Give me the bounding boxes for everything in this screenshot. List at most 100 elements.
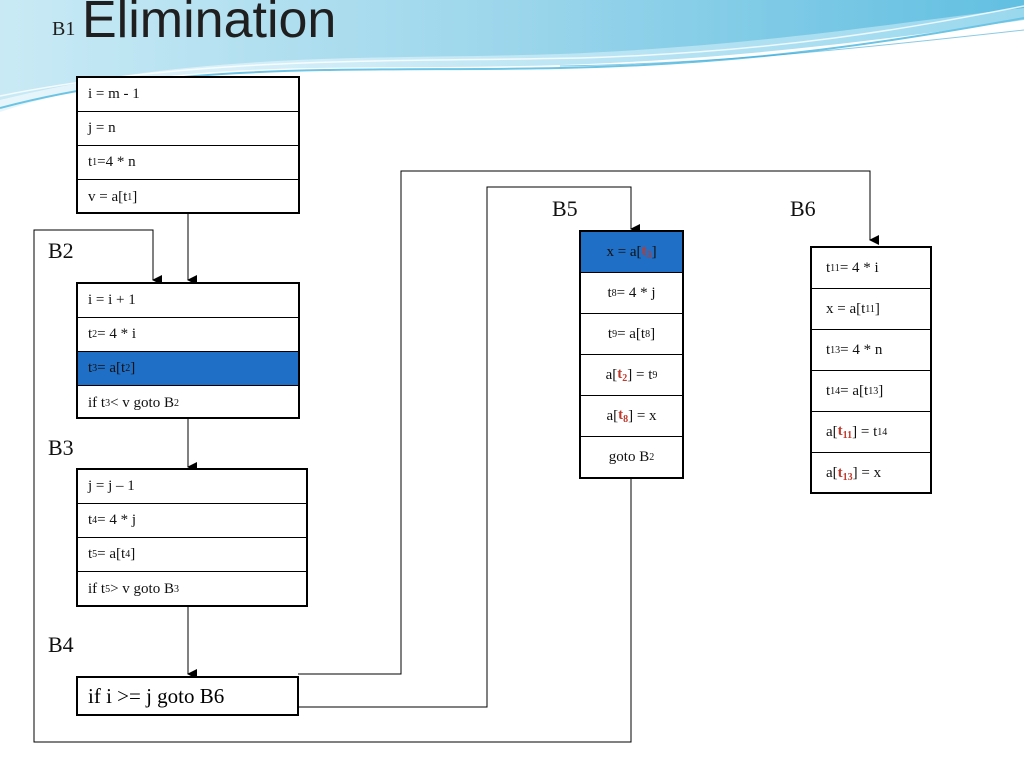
page-title: B1Elimination	[52, 0, 337, 49]
highlighted-temp: t11	[838, 423, 852, 441]
label-b4: B4	[48, 632, 74, 657]
instruction-text: j = n	[88, 120, 116, 136]
instruction-text: t	[607, 284, 612, 301]
instruction-text: t	[88, 360, 93, 376]
highlighted-temp: t3	[642, 243, 652, 261]
instruction-text: =4 * n	[97, 154, 136, 170]
instruction-text: t	[88, 154, 93, 170]
b6-instruction: a[t13] = x	[812, 453, 930, 494]
subscript: 9	[612, 328, 618, 340]
instruction-text: ]	[878, 382, 884, 399]
instruction-text: ]	[651, 243, 657, 260]
subscript: 13	[842, 471, 853, 483]
temp-name: t	[641, 243, 647, 259]
highlighted-temp: t13	[838, 465, 853, 483]
instruction-text: t	[826, 382, 831, 399]
b1-instruction: j = n	[78, 112, 298, 146]
instruction-text: ] = x	[628, 407, 657, 424]
subscript: 11	[865, 303, 875, 315]
instruction-text: ]	[874, 300, 880, 317]
instruction-text: ]	[132, 188, 138, 205]
instruction-text: t	[88, 546, 93, 562]
instruction-text: x = a[	[606, 243, 642, 260]
instruction-text: i = m - 1	[88, 86, 140, 102]
instruction-text: a[	[826, 465, 838, 481]
instruction-text: t	[88, 512, 93, 528]
instruction-text: ]	[650, 325, 656, 342]
instruction-text: a[	[605, 366, 618, 383]
instruction-text: < v goto B	[110, 394, 174, 411]
subscript: 14	[830, 385, 841, 397]
subscript: 11	[842, 430, 853, 441]
instruction-text: v = a[t	[88, 188, 128, 205]
edge-b4-b5	[298, 186, 640, 708]
instruction-text: = a[t	[97, 360, 126, 376]
subscript: 8	[645, 328, 651, 340]
subscript: 11	[830, 262, 840, 274]
b1-instruction: i = m - 1	[78, 78, 298, 112]
instruction-text: = a[t	[840, 382, 869, 399]
instruction-text: goto B	[608, 449, 650, 465]
subscript: 8	[623, 414, 629, 425]
temp-name: t	[618, 407, 624, 423]
subscript: 8	[611, 287, 617, 299]
subscript: 2	[173, 397, 179, 409]
instruction-text: t	[607, 325, 613, 342]
temp-name: t	[837, 464, 843, 481]
subscript: 13	[830, 344, 841, 356]
subscript: 2	[649, 452, 655, 463]
instruction-text: = 4 * n	[840, 341, 883, 358]
subscript: 4	[125, 549, 131, 560]
instruction-text: if t	[88, 580, 106, 597]
instruction-text: = 4 * j	[97, 512, 137, 528]
b5-instruction: a[t8] = x	[581, 396, 682, 437]
instruction-text: a[	[826, 423, 838, 440]
instruction-text: t	[88, 326, 93, 342]
subscript: 1	[92, 157, 98, 168]
subscript: 9	[652, 369, 658, 381]
label-b2: B2	[48, 238, 74, 263]
subscript: 13	[868, 385, 879, 397]
temp-name: t	[617, 366, 623, 382]
instruction-text: > v goto B	[110, 580, 174, 597]
b5-instruction: x = a[t3]	[581, 232, 682, 273]
highlighted-temp: t2	[617, 366, 627, 384]
subscript: 2	[92, 329, 98, 340]
subscript: 3	[173, 583, 179, 595]
subscript: 1	[127, 191, 133, 203]
temp-name: t	[837, 423, 843, 439]
instruction-text: ] = t	[627, 366, 653, 383]
b2-instruction: i = i + 1	[78, 284, 298, 318]
instruction-text: a[	[606, 407, 619, 424]
subscript: 3	[646, 250, 652, 261]
title-main: Elimination	[82, 0, 337, 49]
instruction-text: ] = x	[852, 465, 882, 481]
highlighted-temp: t8	[618, 407, 628, 425]
subscript: 3	[92, 363, 98, 374]
instruction-text: j = j – 1	[88, 478, 135, 494]
subscript: 14	[877, 426, 888, 438]
b3-instruction: j = j – 1	[78, 470, 306, 504]
instruction-text: = 4 * i	[97, 326, 137, 342]
instruction-text: if t	[88, 394, 106, 411]
subscript: 5	[92, 549, 98, 560]
